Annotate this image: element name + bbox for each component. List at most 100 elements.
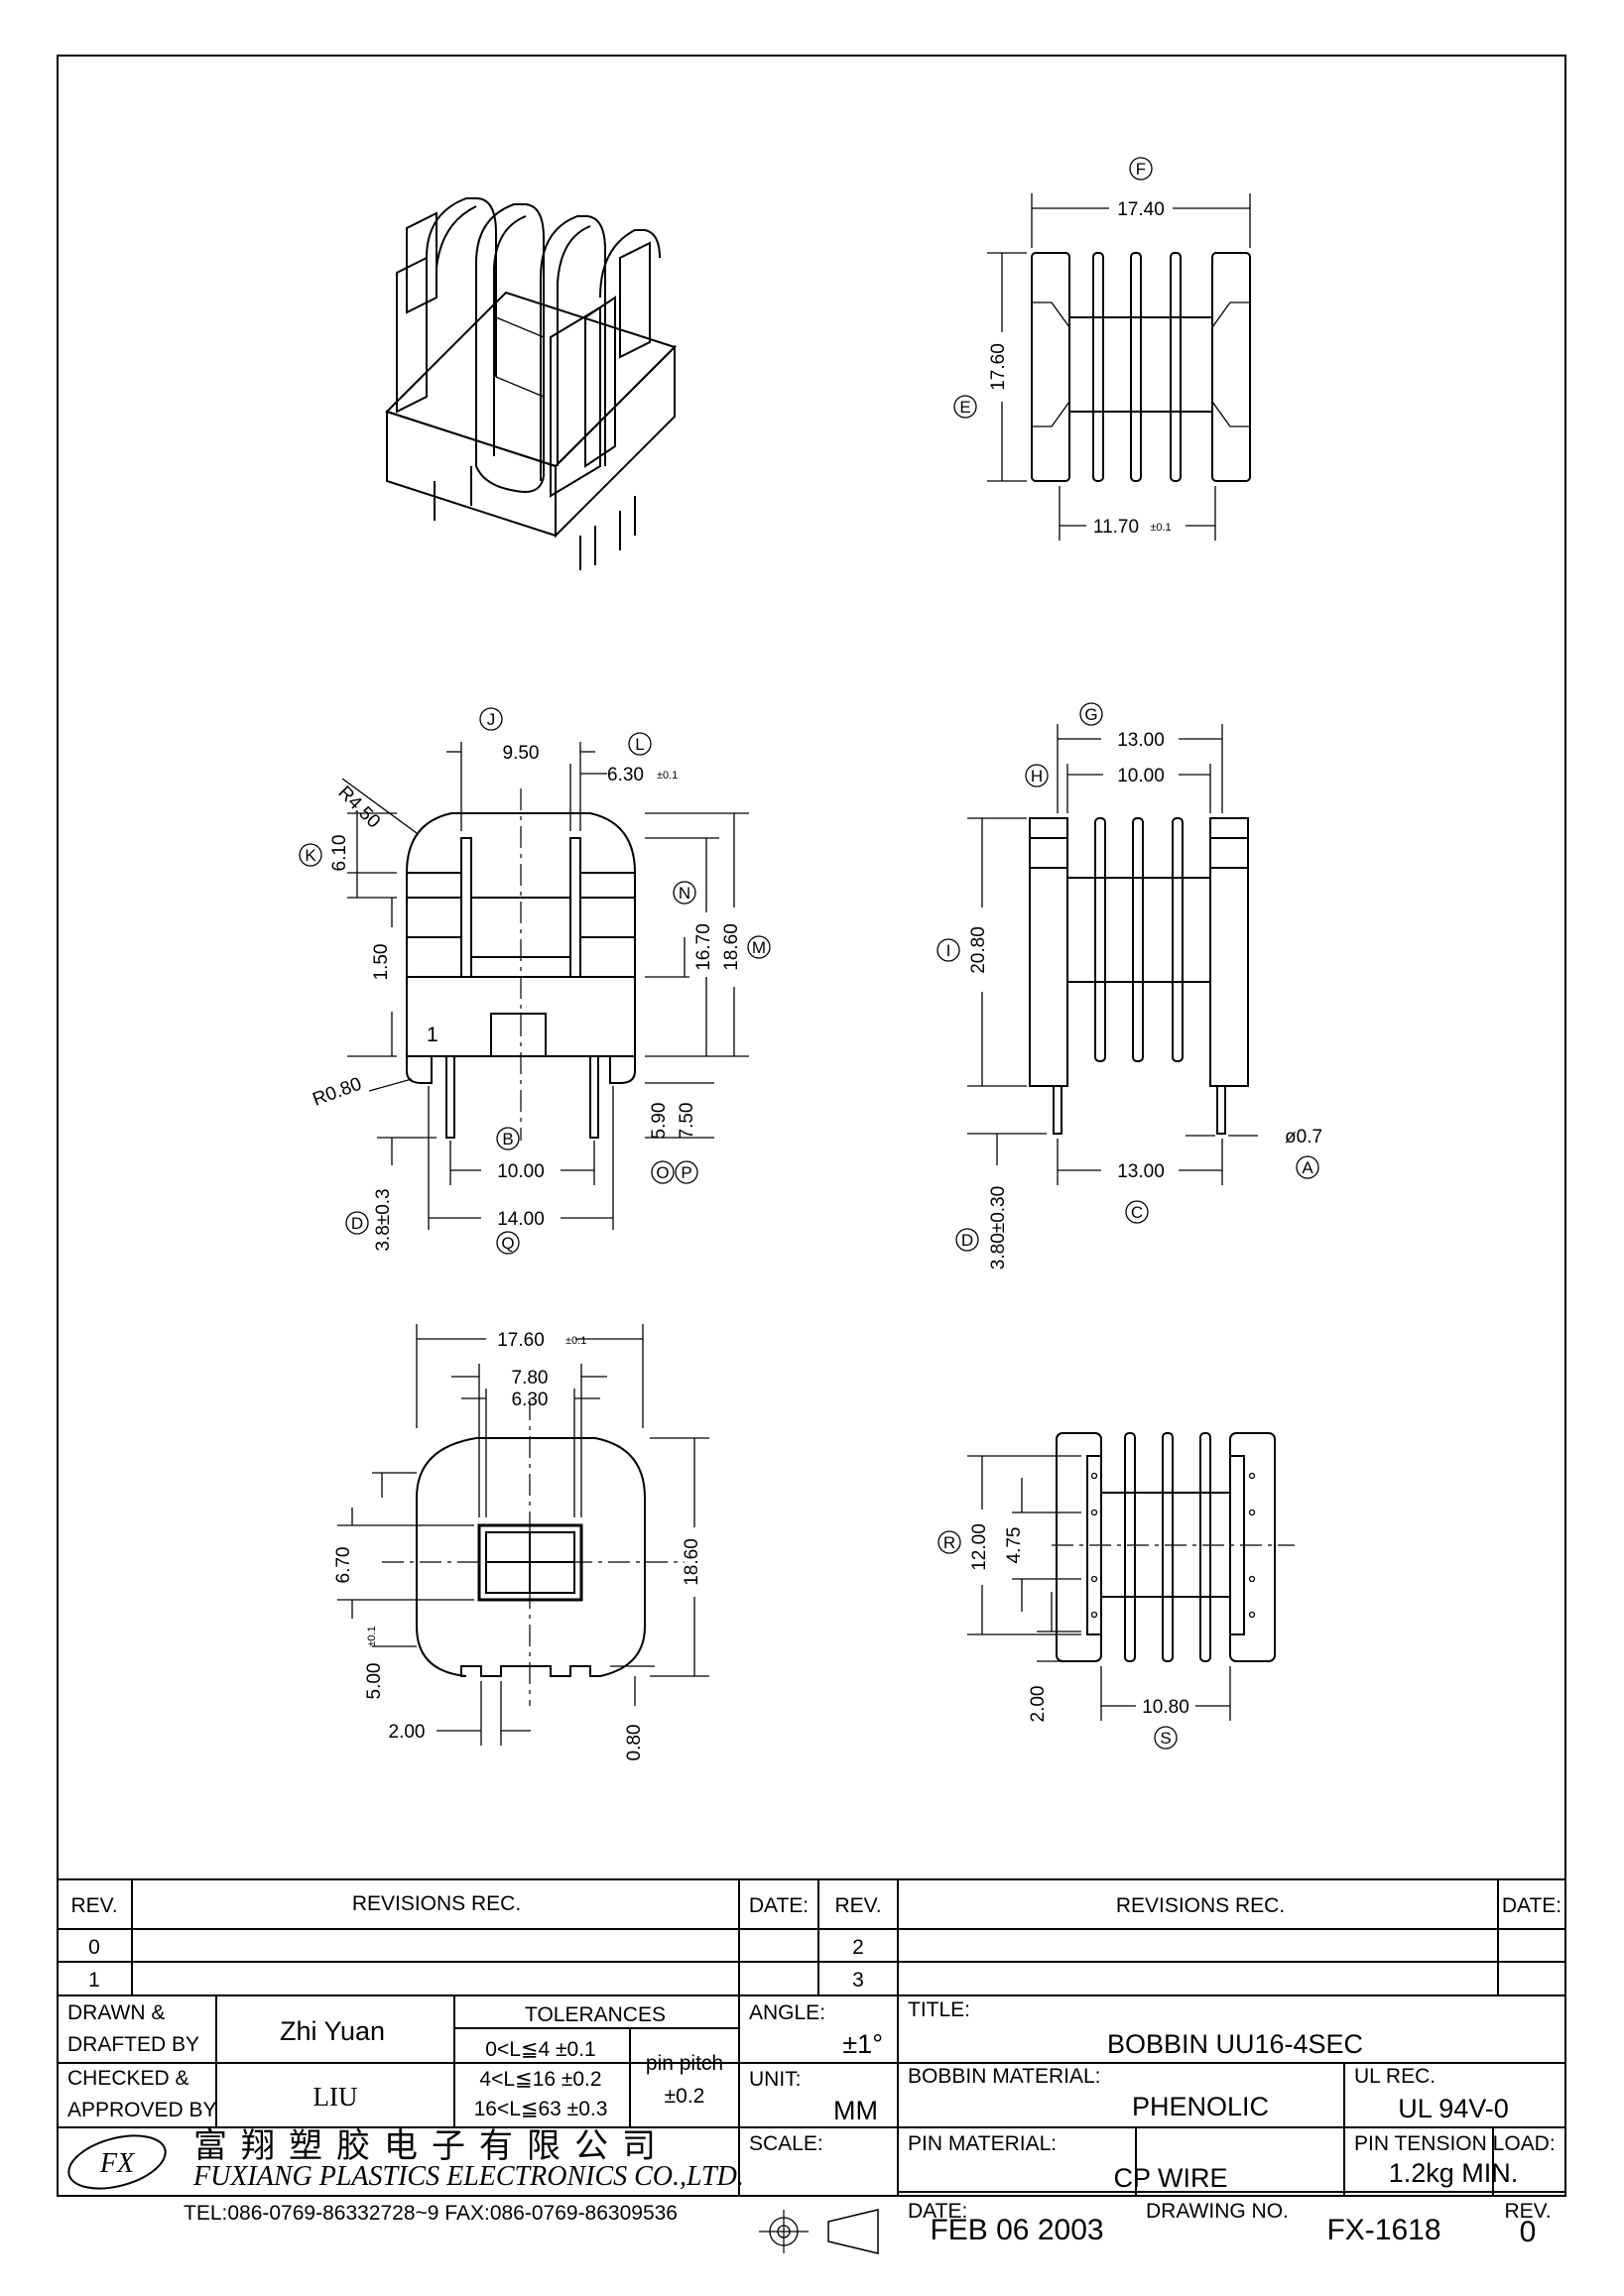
date-header-left: DATE: bbox=[749, 1894, 809, 1917]
marker-r: R bbox=[943, 1533, 955, 1552]
dim-tol-0-1: ±0.1 bbox=[1150, 522, 1171, 534]
rev-1: 1 bbox=[88, 1969, 100, 1992]
dim-6-30-tol: ±0.1 bbox=[657, 770, 678, 782]
company-logo: FX bbox=[67, 2134, 167, 2190]
marker-d-front: D bbox=[351, 1214, 363, 1233]
dim-1-50: 1.50 bbox=[371, 944, 392, 981]
marker-a: A bbox=[1302, 1158, 1313, 1177]
rev-2: 2 bbox=[852, 1936, 864, 1959]
rev-3: 3 bbox=[852, 1969, 864, 1992]
marker-i: I bbox=[946, 941, 951, 960]
dim-20-80: 20.80 bbox=[968, 926, 989, 974]
dim-10-00: 10.00 bbox=[497, 1161, 545, 1182]
date-value: FEB 06 2003 bbox=[930, 2214, 1103, 2246]
dim-12-00: 12.00 bbox=[969, 1523, 990, 1571]
marker-k: K bbox=[305, 846, 316, 865]
dim-2-00-bottom: 2.00 bbox=[389, 1722, 426, 1743]
marker-m: M bbox=[752, 938, 766, 957]
unit-value: MM bbox=[833, 2096, 878, 2125]
tolerance-row-2: 4<L≦16 ±0.2 bbox=[479, 2068, 601, 2091]
company-name-en: FUXIANG PLASTICS ELECTRONICS CO.,LTD. bbox=[192, 2161, 744, 2192]
revisions-rec-header-right: REVISIONS REC. bbox=[1116, 1894, 1285, 1917]
marker-g: G bbox=[1084, 705, 1097, 724]
dim-10-80: 10.80 bbox=[1142, 1697, 1189, 1718]
marker-c: C bbox=[1131, 1203, 1143, 1222]
rev-header-left: REV. bbox=[70, 1894, 117, 1917]
pin-pitch-label: pin pitch bbox=[646, 2052, 723, 2075]
dim-6-30-bottom: 6.30 bbox=[512, 1390, 549, 1410]
ul-rec-label: UL REC. bbox=[1354, 2065, 1436, 2088]
title-label: TITLE: bbox=[908, 1998, 970, 2021]
rev-header-right: REV. bbox=[834, 1894, 881, 1917]
rev-label: REV. bbox=[1504, 2200, 1551, 2223]
dim-7-50: 7.50 bbox=[677, 1103, 697, 1140]
ul-rec-value: UL 94V-0 bbox=[1398, 2094, 1509, 2123]
dim-11-70: 11.70 bbox=[1093, 517, 1139, 538]
marker-s: S bbox=[1160, 1729, 1171, 1748]
pin-tension-label: PIN TENSION LOAD: bbox=[1354, 2132, 1556, 2155]
front-view: 1 9.50 6.30 ±0.1 R4.50 6.10 1.50 18.60 bbox=[299, 707, 771, 1255]
marker-b: B bbox=[502, 1130, 513, 1148]
unit-label: UNIT: bbox=[749, 2068, 802, 2091]
dim-2-00-detail: 2.00 bbox=[1028, 1686, 1049, 1723]
dim-dia-0-7: ø0.7 bbox=[1285, 1127, 1322, 1148]
drawing-no-value: FX-1618 bbox=[1326, 2214, 1440, 2246]
angle-label: ANGLE: bbox=[749, 2001, 825, 2024]
dim-0-80: 0.80 bbox=[624, 1725, 645, 1761]
dim-17-60: 17.60 bbox=[988, 343, 1009, 391]
marker-e: E bbox=[959, 398, 970, 417]
dim-13-00-top: 13.00 bbox=[1117, 730, 1165, 751]
drawn-label-2: DRAFTED BY bbox=[67, 2033, 199, 2056]
company-contact: TEL:086-0769-86332728~9 FAX:086-0769-863… bbox=[184, 2202, 678, 2225]
tolerances-label: TOLERANCES bbox=[525, 2003, 666, 2026]
dim-18-60: 18.60 bbox=[721, 923, 742, 971]
dim-17-40: 17.40 bbox=[1117, 199, 1165, 220]
company-name-cn: 富翔塑胶电子有限公司 bbox=[193, 2126, 670, 2166]
dim-6-10: 6.10 bbox=[329, 835, 350, 872]
dim-6-30: 6.30 bbox=[607, 765, 644, 785]
detail-view: 12.00 4.75 2.00 10.80 R S bbox=[937, 1432, 1295, 1750]
pin-material-value: CP WIRE bbox=[1113, 2163, 1227, 2193]
date-label: DATE: bbox=[908, 2200, 967, 2223]
marker-q: Q bbox=[501, 1234, 514, 1253]
marker-p: P bbox=[681, 1163, 691, 1182]
date-header-right: DATE: bbox=[1502, 1894, 1562, 1917]
pin-1-label: 1 bbox=[427, 1024, 438, 1046]
drawn-label-1: DRAWN & bbox=[67, 2001, 165, 2024]
bobbin-material-value: PHENOLIC bbox=[1132, 2092, 1269, 2121]
rev-0: 0 bbox=[88, 1936, 100, 1959]
pin-material-label: PIN MATERIAL: bbox=[908, 2132, 1057, 2155]
marker-o: O bbox=[656, 1163, 669, 1182]
dim-5-00-tol: ±0.1 bbox=[366, 1626, 378, 1646]
bobbin-material-label: BOBBIN MATERIAL: bbox=[908, 2065, 1101, 2088]
checked-label-1: CHECKED & bbox=[67, 2067, 189, 2090]
marker-j: J bbox=[487, 710, 496, 729]
drawn-value: Zhi Yuan bbox=[280, 2016, 385, 2046]
top-view: 17.40 17.60 11.70 ±0.1 F E bbox=[953, 157, 1251, 541]
checked-value: LIU bbox=[313, 2082, 358, 2112]
marker-l: L bbox=[635, 735, 644, 754]
dim-10-00-side: 10.00 bbox=[1117, 766, 1165, 786]
company-block: FX 富翔塑胶电子有限公司 FUXIANG PLASTICS ELECTRONI… bbox=[67, 2126, 744, 2225]
marker-f: F bbox=[1136, 160, 1146, 179]
dim-7-80: 7.80 bbox=[512, 1368, 549, 1389]
dim-18-60-bottom: 18.60 bbox=[682, 1538, 702, 1586]
dim-5-00: 5.00 bbox=[364, 1663, 385, 1700]
tolerance-row-3: 16<L≦63 ±0.3 bbox=[474, 2098, 608, 2120]
dim-17-60-tol: ±0.1 bbox=[565, 1335, 586, 1347]
revisions-rec-header-left: REVISIONS REC. bbox=[352, 1892, 521, 1915]
dim-6-70: 6.70 bbox=[333, 1547, 354, 1584]
rev-value: 0 bbox=[1520, 2216, 1537, 2248]
dim-17-60-bottom: 17.60 bbox=[497, 1330, 545, 1351]
company-logo-text: FX bbox=[99, 2148, 135, 2179]
scale-label: SCALE: bbox=[749, 2132, 823, 2155]
marker-h: H bbox=[1031, 767, 1043, 785]
marker-n: N bbox=[679, 884, 690, 903]
bottom-view: 17.60 ±0.1 7.80 6.30 6.70 18.60 5.00 ±0.… bbox=[333, 1324, 709, 1760]
dim-4-75: 4.75 bbox=[1004, 1527, 1025, 1564]
checked-label-2: APPROVED BY bbox=[67, 2099, 217, 2121]
projection-symbol bbox=[759, 2209, 879, 2254]
